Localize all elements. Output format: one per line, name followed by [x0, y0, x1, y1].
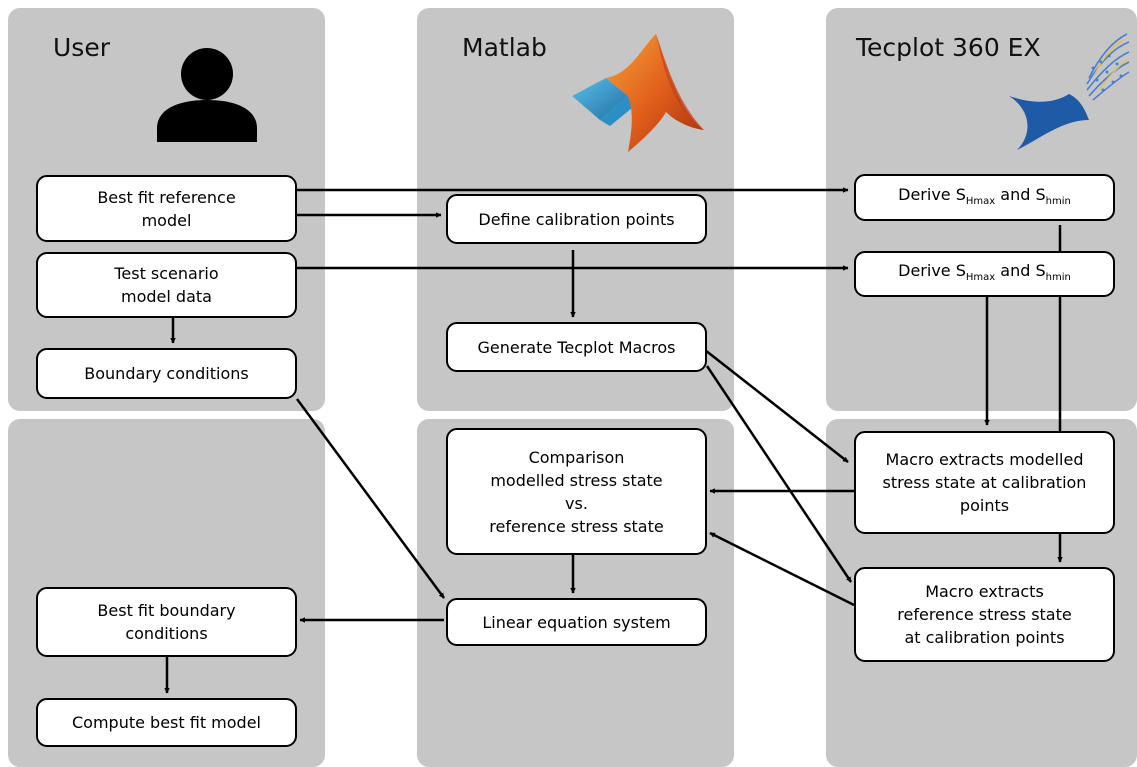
arrow-generate-to-macro-modelled: [704, 349, 849, 463]
derive-prefix: Derive S: [898, 184, 966, 204]
best-fit-boundary-conditions-box: Best fit boundary conditions: [36, 587, 297, 657]
box-label: Linear equation system: [482, 612, 671, 632]
box-label: points: [959, 496, 1010, 515]
box-label: model: [141, 210, 192, 230]
box-label: model data: [121, 287, 212, 306]
box-label: modelled stress state: [490, 470, 663, 490]
tecplot-logo-icon: [1009, 33, 1130, 150]
boundary-conditions-box: Boundary conditions: [36, 348, 297, 399]
box-label: vs.: [565, 493, 588, 513]
macro-reference-box: Macro extracts reference stress state at…: [854, 567, 1115, 662]
macro-modelled-box: Macro extracts modelled stress state at …: [854, 431, 1115, 534]
box-label: reference stress state: [489, 516, 664, 536]
subscript-hmax: Hmax: [965, 272, 996, 283]
box-label: Macro extracts modelled: [885, 450, 1084, 469]
box-label: conditions: [125, 624, 208, 643]
matlab-logo-icon: [572, 34, 704, 152]
box-label: Derive SHmax and Shmin: [898, 259, 1071, 289]
box-label: Generate Tecplot Macros: [477, 337, 676, 357]
comparison-box: Comparison modelled stress state vs. ref…: [446, 428, 707, 555]
box-label: Best fit boundary: [97, 601, 236, 620]
derive-stress-box-2: Derive SHmax and Shmin: [854, 251, 1115, 297]
derive-prefix: Derive S: [898, 261, 966, 280]
derive-mid: and S: [995, 261, 1046, 280]
user-column-title: User: [53, 33, 110, 62]
matlab-column-title: Matlab: [462, 33, 547, 62]
arrow-macro-reference-to-comparison: [709, 531, 855, 607]
define-calibration-points-box: Define calibration points: [446, 194, 707, 244]
subscript-hmax: Hmax: [965, 195, 996, 207]
box-label: Macro extracts: [925, 582, 1044, 601]
box-label: Comparison: [528, 447, 625, 467]
box-label: Define calibration points: [478, 209, 675, 229]
box-label: stress state at calibration: [882, 473, 1087, 492]
subscript-hmin: hmin: [1045, 195, 1071, 207]
compute-best-fit-model-box: Compute best fit model: [36, 698, 297, 747]
arrow-boundary-to-linear: [295, 398, 446, 599]
tecplot-column-title: Tecplot 360 EX: [856, 33, 1041, 62]
person-silhouette-icon: [157, 48, 257, 142]
box-label: Best fit reference: [97, 187, 236, 207]
derive-stress-box-1: Derive SHmax and Shmin: [854, 174, 1115, 221]
box-label: reference stress state: [897, 605, 1072, 624]
derive-mid: and S: [995, 184, 1046, 204]
best-fit-reference-model-box: Best fit reference model: [36, 175, 297, 242]
box-label: at calibration points: [904, 628, 1065, 647]
box-label: Derive SHmax and Shmin: [898, 183, 1071, 213]
linear-equation-system-box: Linear equation system: [446, 598, 707, 646]
generate-tecplot-macros-box: Generate Tecplot Macros: [446, 322, 707, 372]
test-scenario-model-data-box: Test scenario model data: [36, 252, 297, 318]
subscript-hmin: hmin: [1045, 272, 1071, 283]
box-label: Test scenario: [114, 264, 219, 283]
box-label: Compute best fit model: [72, 713, 261, 732]
arrow-generate-to-macro-reference: [705, 365, 853, 583]
box-label: Boundary conditions: [84, 364, 249, 383]
